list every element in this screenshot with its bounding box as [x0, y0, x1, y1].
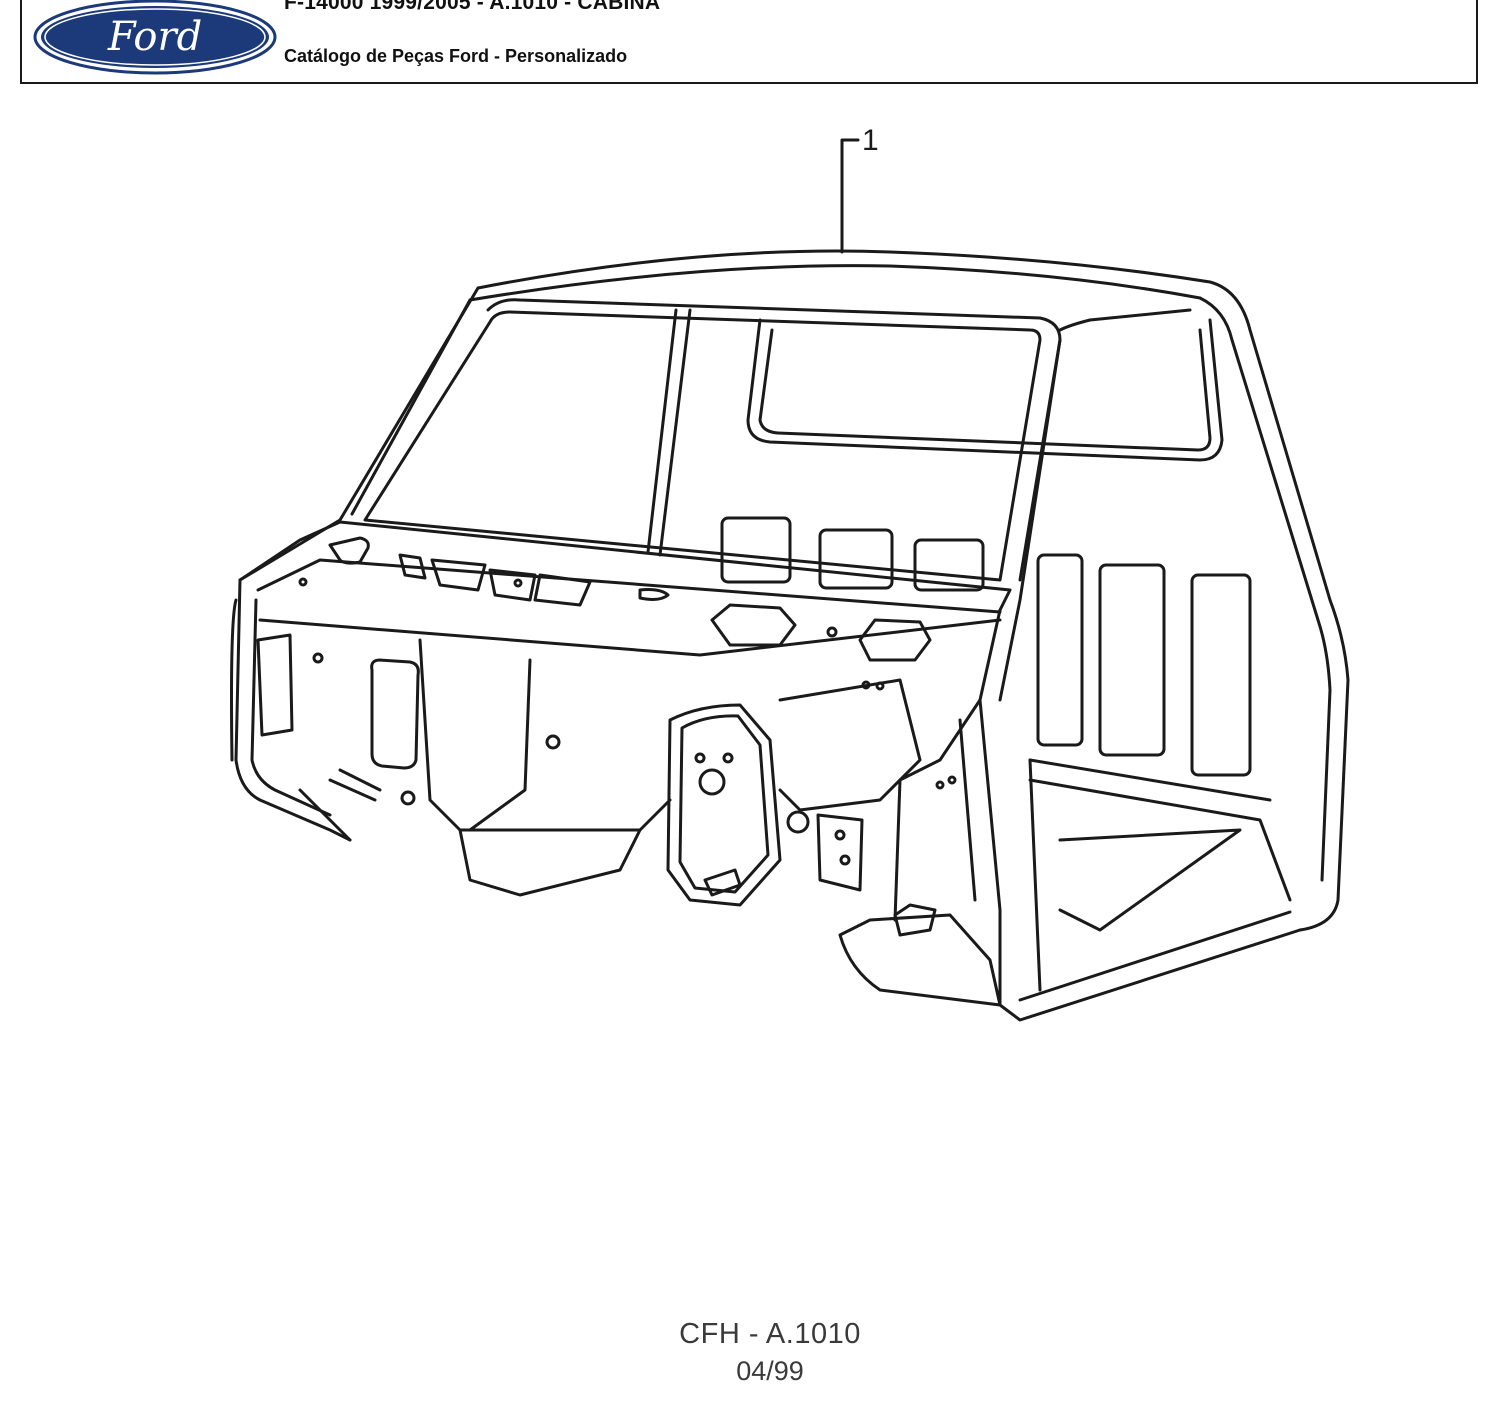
catalog-header: Ford F-14000 1999/2005 - A.1010 - CABINA…: [20, 0, 1478, 84]
ford-logo-icon: Ford: [33, 0, 277, 75]
right-rocker: [893, 608, 1002, 922]
callout-1: 1: [862, 124, 879, 157]
firewall: [234, 578, 352, 842]
cowl-panel: [238, 520, 1012, 612]
windshield-frame: [238, 286, 480, 582]
roof-outline: [476, 249, 1350, 932]
callout-leader: [840, 138, 860, 254]
figure-code: CFH - A.1010: [679, 1318, 861, 1350]
page-title: F-14000 1999/2005 - A.1010 - CABINA: [284, 0, 661, 14]
steering-column-plate: [666, 703, 782, 907]
svg-text:Ford: Ford: [107, 14, 202, 60]
rear-window: [746, 318, 1224, 462]
cab-floor: [998, 928, 1302, 1022]
figure-date: 04/99: [736, 1356, 804, 1386]
page-subtitle: Catálogo de Peças Ford - Personalizado: [284, 46, 628, 66]
